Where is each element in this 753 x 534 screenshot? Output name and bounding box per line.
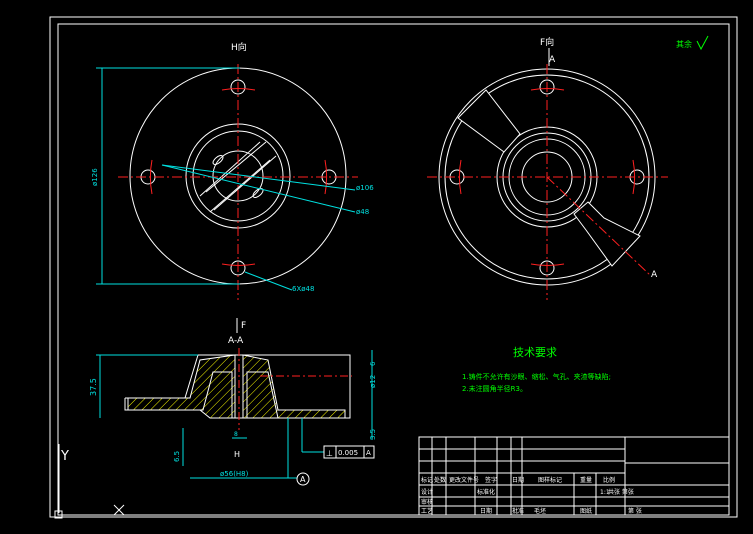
tb-row1-4: 日期: [512, 476, 524, 484]
datum-circle: [296, 472, 310, 486]
tolerance-datum: A: [366, 449, 371, 457]
dim-bottom-step: 3.5: [369, 429, 377, 440]
tolerance-frame: [323, 445, 375, 459]
f-view: F向 A A: [427, 36, 668, 300]
f-view-section-line: [546, 176, 651, 276]
tb-sheet-info: 共张 第张: [608, 488, 634, 496]
h-mark: H: [234, 450, 240, 459]
tb-row1-1: 处数: [434, 476, 446, 484]
tb-scale-value: 1:1: [600, 489, 610, 496]
dim-height: 37.5: [89, 378, 98, 396]
tb-sheet: 第 张: [628, 507, 642, 515]
tb-row2-2: 标准化: [477, 488, 495, 496]
h-view-label: H向: [231, 41, 247, 53]
tb-row1-2: 更改文件号: [449, 476, 479, 484]
tb-doc-label: 图纸: [580, 507, 592, 515]
sheet-border: [49, 16, 738, 518]
dim-bore: ø12: [369, 375, 377, 388]
tb-scale: 比例: [603, 476, 615, 484]
h-view-leader: [161, 164, 356, 191]
h-view-rib-line: [205, 141, 267, 193]
tb-row3-0: 审核: [421, 498, 433, 506]
f-view-bolt-hole: [539, 79, 555, 95]
h-view: ø126 ø106 ø48 6Xø48 H向: [91, 41, 374, 300]
h-view-rib-line: [209, 159, 271, 213]
dim-top-step: 6: [369, 361, 377, 366]
arrow-f-label: F: [241, 321, 246, 331]
f-view-rib: [457, 89, 521, 153]
h-view-bolt-hole: [230, 79, 246, 95]
tech-line-1: 1.铸件不允许有沙眼、缩松、气孔、夹渣等缺陷;: [462, 372, 611, 381]
axis-marker: Y: [60, 449, 69, 464]
h-view-rib-line: [199, 141, 261, 197]
arrow-a-top: A: [549, 55, 556, 65]
dim-small: 8: [234, 431, 238, 438]
dim-holes: 6Xø48: [292, 285, 314, 293]
tolerance-value: 0.005: [338, 449, 358, 457]
tb-row1-0: 标记: [421, 476, 433, 484]
dim-d-outer: ø126: [91, 168, 99, 186]
tb-row1-3: 签字: [485, 476, 497, 484]
tb-weight: 重量: [580, 476, 592, 484]
tb-row4-2: 日期: [480, 507, 492, 515]
tb-row2-0: 设计: [421, 488, 433, 496]
h-view-slot: [212, 155, 224, 165]
tb-row4-3: 批准: [512, 507, 524, 515]
h-view-leader: [244, 271, 293, 291]
h-view-rib-line: [213, 155, 277, 211]
tech-line-2: 2.未注圆角半径R3。: [462, 384, 527, 393]
dim-d-inner: ø48: [356, 208, 369, 216]
h-view-pitch-arc: [324, 159, 328, 195]
title-block: [418, 436, 730, 516]
section-hatch-left: [127, 354, 236, 419]
section-view: F A-A 37.5 6 ø12 3.5 6.5 8 H ø56(H8): [89, 318, 377, 486]
ucs-icon: [54, 444, 125, 519]
tb-material: 毛坯: [534, 507, 546, 515]
section-outline: [124, 354, 351, 419]
datum-marker: A: [300, 475, 306, 484]
inner-frame: [57, 23, 730, 516]
section-hatch-right: [242, 354, 346, 419]
tb-stage: 图样标记: [538, 476, 562, 484]
dim-d-mid: ø106: [356, 184, 374, 192]
section-label: A-A: [228, 336, 244, 346]
dim-base: ø56(H8): [220, 470, 249, 478]
h-view-leader: [161, 164, 356, 213]
tech-title: 技术要求: [513, 346, 557, 359]
f-view-label: F向: [540, 36, 554, 48]
roughness-note: 其余: [676, 39, 692, 49]
tb-row4-0: 工艺: [421, 507, 433, 515]
tolerance-symbol: ⊥: [326, 449, 333, 458]
roughness-symbol: [696, 35, 709, 51]
arrow-a-bottom: A: [651, 270, 658, 280]
dim-neck: 6.5: [173, 451, 181, 462]
